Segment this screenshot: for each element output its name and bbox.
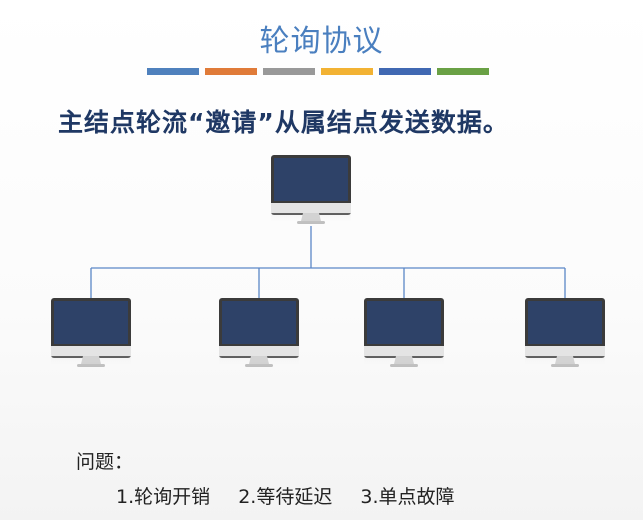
- slide-title: 轮询协议: [259, 24, 384, 59]
- color-bar-1: [147, 68, 199, 75]
- monitor-chin: [364, 346, 444, 356]
- color-bar-6: [437, 68, 489, 75]
- screen: [54, 301, 128, 344]
- monitor-chin: [219, 346, 299, 356]
- monitor-reflection: [271, 213, 351, 225]
- monitor-chin: [525, 346, 605, 356]
- color-bar-3: [263, 68, 315, 75]
- monitor-chin: [271, 203, 351, 213]
- master-computer: [271, 155, 351, 225]
- links: [90, 226, 566, 298]
- slave-computer-1: [51, 298, 131, 368]
- color-bar-4: [321, 68, 373, 75]
- monitor-reflection: [364, 356, 444, 368]
- question-item-1: 1.轮询开销: [116, 486, 211, 508]
- color-bar-5: [379, 68, 431, 75]
- question-label: 问题：: [76, 451, 134, 473]
- question-item-3: 3.单点故障: [360, 486, 455, 508]
- monitor-reflection: [219, 356, 299, 368]
- screen: [528, 301, 602, 344]
- monitor-reflection: [525, 356, 605, 368]
- monitor-reflection: [51, 356, 131, 368]
- slide-heading: 主结点轮流“邀请”从属结点发送数据。: [58, 108, 509, 137]
- question-item-2: 2.等待延迟: [238, 486, 333, 508]
- screen: [274, 158, 348, 201]
- color-bar-2: [205, 68, 257, 75]
- question-items: 1.轮询开销 2.等待延迟 3.单点故障: [116, 482, 477, 509]
- slave-computer-3: [364, 298, 444, 368]
- screen: [222, 301, 296, 344]
- slave-computer-4: [525, 298, 605, 368]
- screen: [367, 301, 441, 344]
- slave-computer-2: [219, 298, 299, 368]
- monitor-chin: [51, 346, 131, 356]
